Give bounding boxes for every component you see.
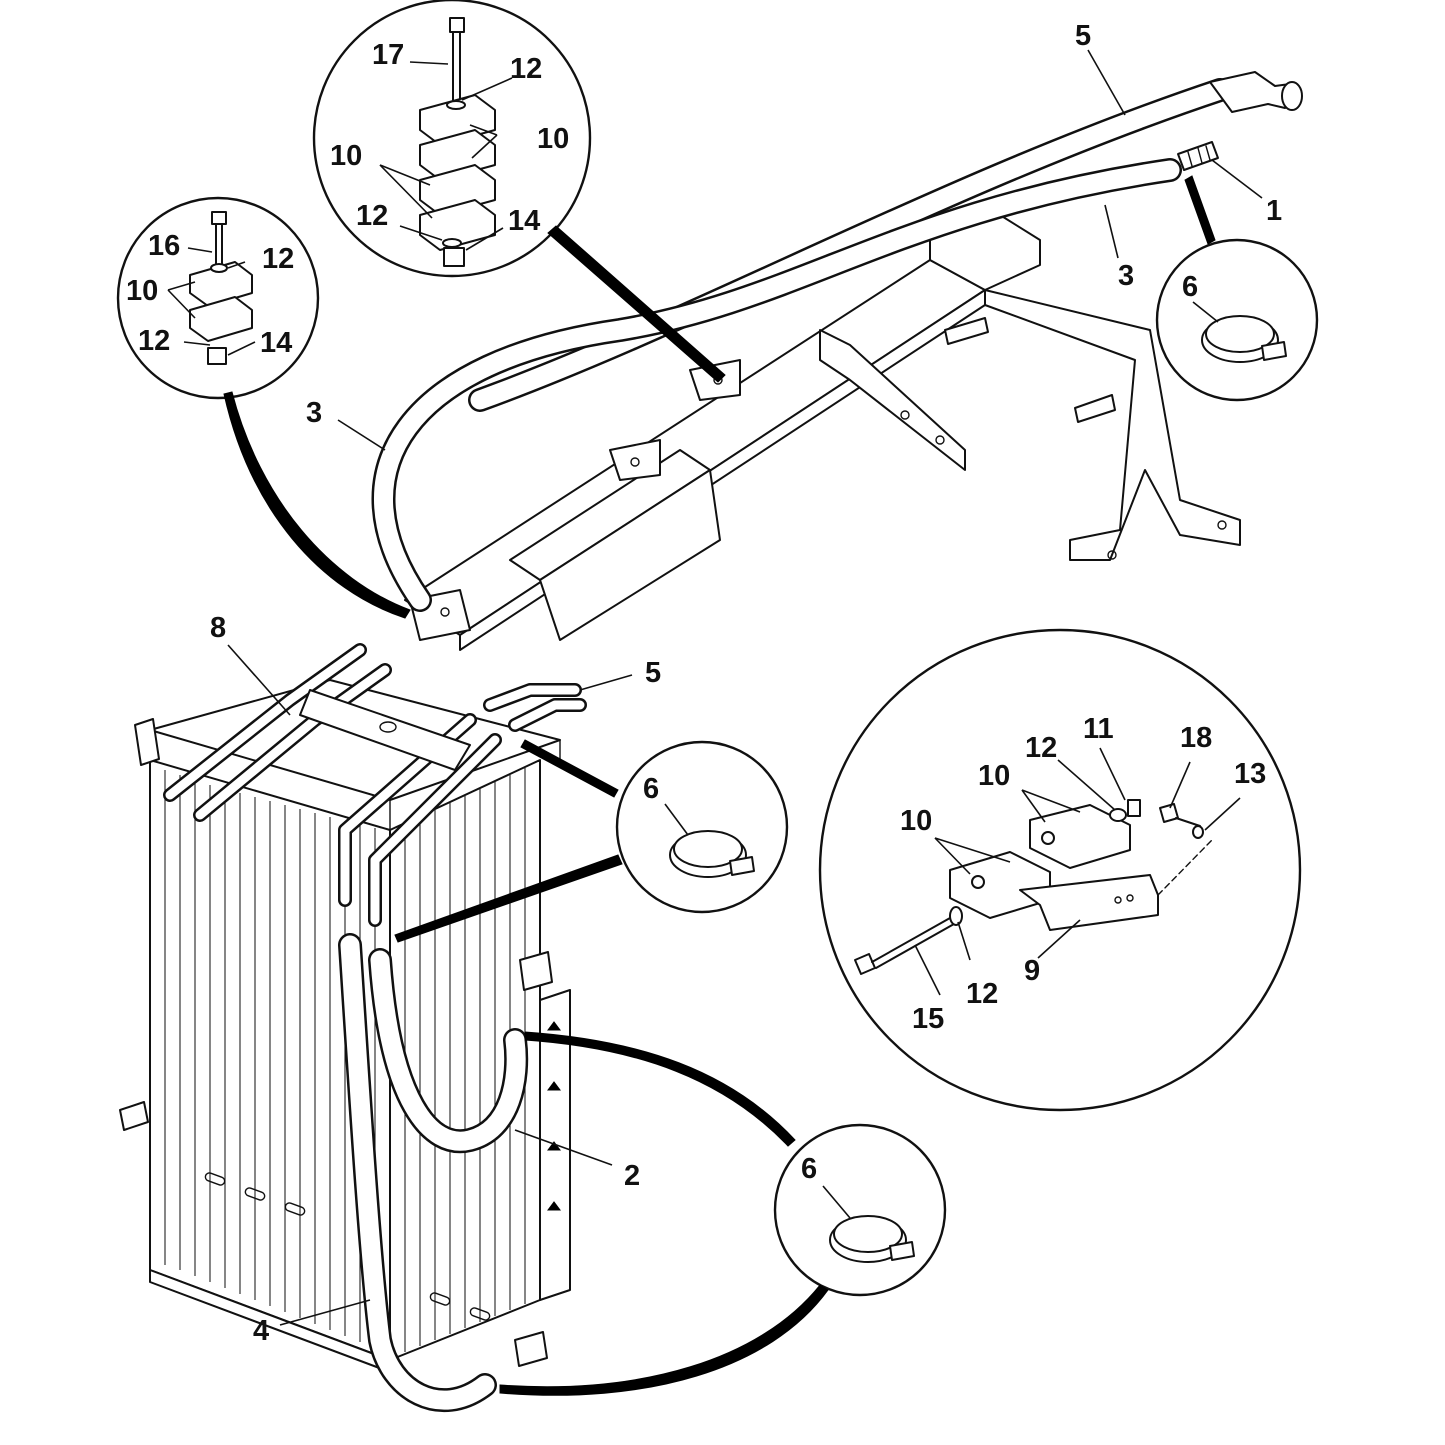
callout-12b: 12 (356, 200, 388, 232)
callout-6b: 6 (643, 773, 659, 805)
callout-18: 18 (1180, 722, 1212, 754)
fitting-1 (1177, 141, 1219, 171)
detail-clamp-stack-left (116, 196, 320, 400)
callout-5b: 5 (645, 657, 661, 689)
callout-8: 8 (210, 612, 226, 644)
callout-1: 1 (1266, 195, 1282, 227)
callout-10e: 10 (900, 805, 932, 837)
callout-11: 11 (1083, 713, 1114, 745)
detail-bracket-clamp (818, 628, 1302, 1112)
callout-3a: 3 (306, 397, 322, 429)
pointer-left (223, 391, 411, 619)
pipe-5-lower (483, 683, 587, 732)
callout-labels: 1 2 3 3 4 5 5 6 6 6 8 9 10 10 10 10 10 1… (126, 20, 1282, 1347)
pipe-8 (163, 643, 502, 927)
callout-12d: 12 (138, 325, 170, 357)
pointer-upper (547, 225, 726, 383)
detail-hose-clamp-lower (773, 1123, 947, 1297)
callout-15: 15 (912, 1003, 944, 1035)
pointer-lower-a (524, 1031, 796, 1147)
mounting-frame (404, 214, 1241, 651)
detail-clamp-stack-upper (312, 0, 592, 278)
callout-10a: 10 (330, 140, 362, 172)
callout-6a: 6 (1182, 271, 1198, 303)
callout-2: 2 (624, 1160, 640, 1192)
callout-10c: 10 (126, 275, 158, 307)
oil-cooler-radiator (119, 679, 571, 1373)
callout-16: 16 (148, 230, 180, 262)
hose-5-upper (468, 71, 1303, 412)
hose-3-upper (371, 158, 1182, 612)
callout-3b: 3 (1118, 260, 1134, 292)
detail-hose-clamp-middle (615, 740, 789, 914)
callout-12a: 12 (510, 53, 542, 85)
callout-6c: 6 (801, 1153, 817, 1185)
callout-12f: 12 (966, 978, 998, 1010)
pointer-lower-b (499, 1284, 829, 1396)
detail-hose-clamp-top-right (1155, 238, 1319, 402)
callout-12e: 12 (1025, 732, 1057, 764)
callout-12c: 12 (262, 243, 294, 275)
hose-4 (338, 933, 497, 1413)
callout-14b: 14 (260, 327, 292, 359)
pointer-middle-b (394, 854, 623, 943)
leader-lines (167, 49, 1263, 1326)
callout-10b: 10 (537, 123, 569, 155)
callout-10d: 10 (978, 760, 1010, 792)
hose-2 (368, 948, 529, 1154)
callout-9: 9 (1024, 955, 1040, 987)
callout-13: 13 (1234, 758, 1266, 790)
pointer-middle-a (520, 739, 619, 798)
pointer-top-right (1184, 175, 1216, 245)
callout-5a: 5 (1075, 20, 1091, 52)
callout-17: 17 (372, 39, 404, 71)
callout-4: 4 (253, 1315, 269, 1347)
callout-14a: 14 (508, 205, 540, 237)
